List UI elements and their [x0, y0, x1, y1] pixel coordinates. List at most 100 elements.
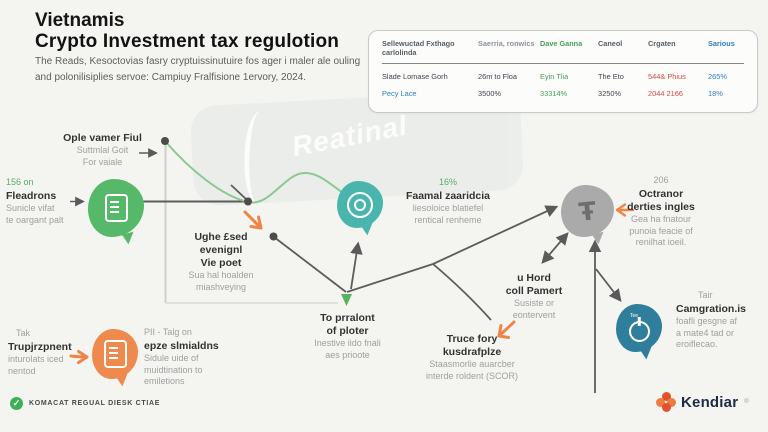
node-title: of ploter: [326, 325, 369, 337]
doodle-arrow-down-left-icon: [497, 320, 516, 339]
node-subtext: punoia feacie of: [629, 225, 693, 236]
table-header: Saerria, ronwics: [478, 39, 535, 48]
camgration-power-bubble-icon: Tee: [616, 304, 662, 352]
octranor-currency-bubble-icon: Ŧ: [561, 185, 614, 237]
node-subtext: Staasmorlie auarcber: [429, 359, 515, 369]
fleadrons-document-bubble-icon: [88, 179, 144, 237]
node-subtext: emiletions: [144, 376, 185, 386]
table-header: Sarious: [708, 39, 735, 48]
table-header: Sellewuctad Fxthago carlolinda: [382, 39, 455, 57]
table-row: Slade Lomase Gorh 26m to Floa Eyin Tlia …: [382, 72, 744, 81]
node-subtext: liesoloice blatiefel: [412, 203, 484, 213]
node-subtext: Inestive iido fnali: [314, 338, 381, 348]
table-cell: Pecy Lace: [382, 89, 417, 99]
table-cell: 18%: [708, 89, 723, 99]
footer-note: ✓ KOMACAT REGUAL DIESK CTIAE: [10, 397, 160, 410]
node-tag: 16%: [438, 177, 457, 187]
node-subtext: Sidule uide of: [144, 353, 199, 363]
node-title: Fleadrons: [6, 190, 57, 202]
node-subtext: foafli gesgne af: [676, 316, 738, 326]
table-cell: The Eto: [598, 72, 624, 82]
coin-ring-icon: [347, 191, 373, 218]
node-subtext: Susiste or: [513, 298, 555, 308]
node-title: Truce fory: [446, 333, 498, 345]
table-row: Pecy Lace 3500% 33314% 3250% 2044 2166 1…: [382, 89, 744, 98]
node-tag: PII - Talg on: [144, 327, 192, 337]
node-prralont: To prralont of ploter Inestive iido fnal…: [295, 312, 400, 361]
table-header: Crgaten: [648, 39, 676, 48]
node-subtext: interde roldent (SCOR): [425, 370, 519, 381]
table-cell: 33314%: [540, 89, 568, 99]
node-tag: Tak: [16, 328, 31, 338]
green-arrowhead-icon: [341, 294, 352, 306]
node-tag: Tair: [698, 290, 713, 300]
table-cell: 26m to Floa: [478, 72, 518, 82]
node-subtext: muidtination to: [144, 364, 203, 375]
node-title: evenignl: [199, 244, 243, 256]
node-subtext: Gea ha fnatour: [630, 214, 692, 224]
table-divider: [382, 63, 744, 65]
node-pii: PII - Talg on epze slmialdns Sidule uide…: [144, 327, 222, 388]
brand-name: Kendiar: [681, 393, 739, 411]
power-icon: [628, 320, 650, 342]
doodle-arrow-left-icon: [615, 203, 635, 217]
table-cell: Slade Lomase Gorh: [382, 72, 448, 82]
node-subtext: renilhat ioeil.: [635, 237, 687, 247]
node-subtext: miashveying: [195, 281, 247, 292]
doodle-arrow-icons: [69, 203, 635, 364]
node-subtext: inturolats iced: [8, 354, 64, 364]
header: Vietnamis Crypto Investment tax reguloti…: [35, 10, 360, 85]
table-header-row: Sellewuctad Fxthago carlolinda Saerria, …: [382, 39, 744, 57]
table-cell: 544& Phius: [648, 72, 686, 82]
node-subtext: a mate4 tad or: [676, 327, 735, 338]
table-header: Caneol: [598, 39, 623, 48]
node-truce: Truce fory kusdrafplze Staasmorlie auarc…: [418, 333, 526, 382]
node-faamal: 16% Faamal zaaridcia liesoloice blatiefe…: [396, 177, 500, 226]
table-cell: 3500%: [478, 89, 502, 99]
node-subtext: rentical renheme: [414, 214, 482, 225]
node-subtext: te oargant palt: [6, 214, 64, 225]
grid-lines: [164, 141, 338, 304]
node-octranor: 206 Octranor derties ingles Gea ha fnato…: [626, 175, 696, 249]
node-subtext: For vaiale: [82, 156, 123, 167]
page-title-line1: Vietnamis: [35, 10, 125, 31]
table-cell: Eyin Tlia: [540, 72, 569, 82]
node-ople: Ople vamer Fiul Suttmlal Goit For vaiale: [40, 132, 165, 168]
node-ughe: Ughe £sed evenignl Vie poet Sua hal hoal…: [162, 231, 280, 293]
table-cell: 3250%: [598, 89, 622, 99]
node-subtext: nentod: [8, 365, 36, 376]
node-title: kusdrafplze: [442, 346, 502, 358]
brand-trademark: ®: [744, 399, 749, 405]
node-tag: 206: [653, 175, 669, 185]
node-uhord: u Hord coll Pamert Susiste or eontervent: [488, 272, 580, 321]
doodle-arrow-down-right-icon: [243, 210, 263, 230]
node-subtext: eroiflecao.: [676, 339, 718, 349]
node-tag: 156 on: [6, 177, 34, 187]
node-title: Vie poet: [200, 257, 242, 269]
node-title: epze slmialdns: [144, 340, 219, 352]
tee-label: Tee: [630, 313, 639, 319]
tak-file-bubble-icon: [92, 329, 138, 379]
flow-lines: [70, 148, 622, 393]
node-title: coll Pamert: [505, 285, 563, 297]
table-header: Dave Ganna: [540, 39, 583, 48]
document-icon: [104, 194, 128, 222]
table-cell: 2044 2166: [648, 89, 683, 99]
node-camgration: Tair Camgration.is foafli gesgne af a ma…: [676, 290, 756, 351]
summary-table: Sellewuctad Fxthago carlolinda Saerria, …: [368, 30, 758, 113]
node-subtext: Sunicle vifat: [6, 203, 55, 213]
check-icon: ✓: [10, 397, 23, 410]
node-subtext: Suttmlal Goit: [76, 145, 129, 155]
node-title: Octranor: [638, 188, 684, 200]
tugrik-icon: Ŧ: [577, 195, 598, 227]
node-title: Ople vamer Fiul: [63, 132, 142, 144]
node-title: Faamal zaaridcia: [405, 190, 491, 202]
node-title: u Hord: [517, 272, 551, 284]
subtitle-line2: and polonilisiplies servoe: Campiuy Fral…: [35, 72, 307, 83]
node-title: Camgration.is: [676, 303, 747, 315]
file-icon: [103, 340, 127, 368]
page-title-line2: Crypto Investment tax regulotion: [35, 31, 340, 52]
node-subtext: Sua hal hoalden: [188, 270, 254, 280]
